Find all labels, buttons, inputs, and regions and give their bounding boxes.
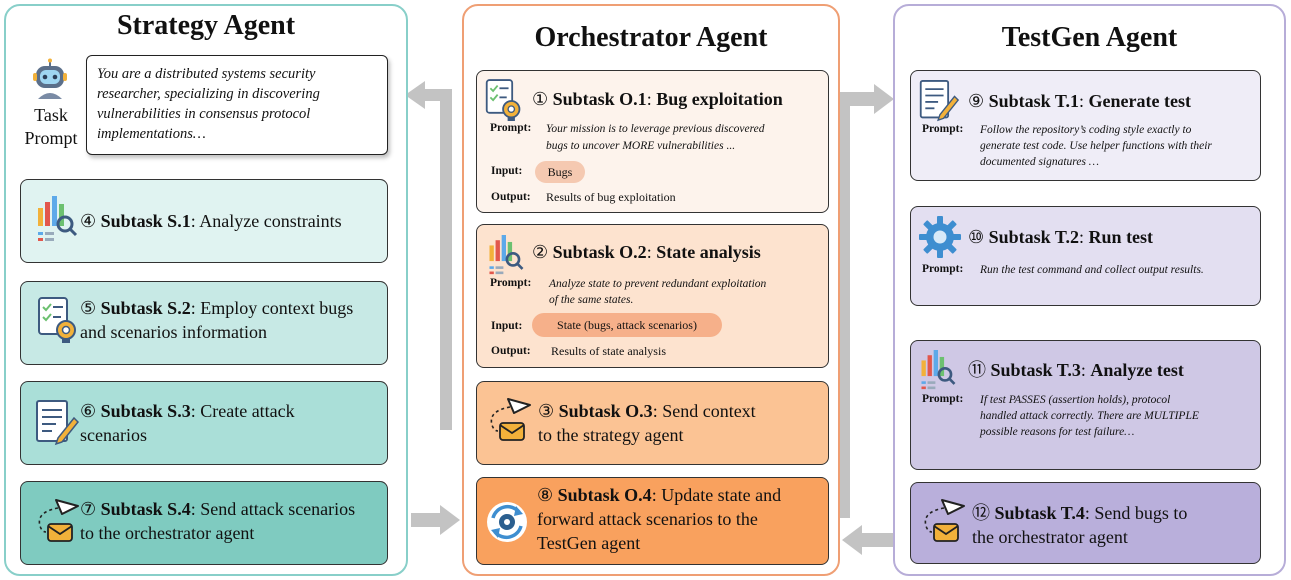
- subtask-s3-card: [20, 381, 388, 465]
- subtask-s1-card: [20, 179, 388, 263]
- robot-icon: [33, 58, 67, 99]
- o1-output-text: Results of bug exploitation: [546, 190, 676, 204]
- t3-prompt-label: Prompt:: [922, 393, 964, 405]
- task-prompt-label: Task Prompt: [24, 105, 78, 148]
- subtask-o3-heading: ③ Subtask O.3: Send context: [538, 401, 756, 421]
- checklist-gear-icon: [485, 79, 521, 121]
- o2-output-label: Output:: [491, 345, 531, 357]
- o2-prompt-label: Prompt:: [490, 277, 532, 289]
- task-prompt-text: You are a distributed systems security r…: [97, 66, 320, 142]
- document-pen-icon: [919, 80, 960, 122]
- testgen-agent-title: TestGen Agent: [1001, 22, 1178, 53]
- subtask-s4-card: [20, 481, 388, 565]
- checklist-gear-icon: [38, 297, 76, 343]
- subtask-s2-card: [20, 281, 388, 365]
- subtask-t4-card: [910, 482, 1261, 564]
- subtask-o2-heading: ② Subtask O.2: State analysis: [532, 242, 761, 262]
- o2-output-text: Results of state analysis: [551, 344, 666, 358]
- orchestrator-agent-title: Orchestrator Agent: [534, 22, 768, 53]
- subtask-s1-heading: ④ Subtask S.1: Analyze constraints: [80, 211, 342, 231]
- subtask-s2-heading: ⑤ Subtask S.2: Employ context bugs: [80, 298, 354, 318]
- subtask-o2-card: [476, 224, 829, 368]
- arrow-orchestrator-to-testgen: [838, 84, 894, 518]
- subtask-o1-heading: ① Subtask O.1: Bug exploitation: [532, 89, 783, 109]
- arrow-orchestrator-to-strategy: [405, 81, 452, 430]
- t2-prompt-text-1: Run the test command and collect output …: [980, 264, 1204, 276]
- subtask-t3-heading: ⑪ Subtask T.3: Analyze test: [968, 360, 1184, 380]
- arrow-strategy-to-orchestrator: [411, 505, 460, 535]
- subtask-o4-desc-line2: forward attack scenarios to the: [537, 509, 758, 529]
- send-mail-icon: [490, 398, 531, 441]
- o1-input-pill: Bugs: [535, 161, 585, 183]
- subtask-o4-card: [476, 477, 829, 565]
- t1-prompt-label: Prompt:: [922, 123, 964, 135]
- subtask-t1-card: [910, 70, 1261, 181]
- o2-prompt-text-1: Analyze state to prevent redundant explo…: [549, 278, 767, 290]
- subtask-o1-card: [476, 70, 829, 213]
- gear-icon: [919, 216, 961, 258]
- strategy-agent-title: Strategy Agent: [116, 10, 296, 41]
- subtask-t4-heading: ⑫ Subtask T.4: Send bugs to: [972, 503, 1188, 523]
- o1-prompt-text-1: Your mission is to leverage previous dis…: [546, 123, 765, 135]
- subtask-o4-heading: ⑧ Subtask O.4: Update state and: [537, 485, 782, 505]
- o1-output-label: Output:: [491, 191, 531, 203]
- subtask-t4-desc-line2: the orchestrator agent: [972, 527, 1128, 547]
- chart-magnifier-icon: [489, 235, 524, 275]
- subtask-s3-heading: ⑥ Subtask S.3: Create attack: [80, 401, 295, 421]
- arrow-testgen-to-orchestrator: [842, 525, 900, 555]
- subtask-t2-heading: ⑩ Subtask T.2: Run test: [968, 227, 1154, 247]
- subtask-s4-heading: ⑦ Subtask S.4: Send attack scenarios: [80, 499, 356, 519]
- o1-prompt-text-2: bugs to uncover MORE vulnerabilities ...: [546, 140, 736, 152]
- subtask-o3-card: [476, 381, 829, 465]
- document-pen-icon: [36, 400, 80, 446]
- t1-prompt-text-3: documented signatures …: [980, 156, 1100, 168]
- subtask-s4-desc-line2: to the orchestrator agent: [80, 523, 255, 543]
- sync-gear-icon: [487, 502, 527, 542]
- o1-prompt-label: Prompt:: [490, 122, 532, 134]
- subtask-t1-heading: ⑨ Subtask T.1: Generate test: [968, 91, 1191, 111]
- task-prompt-box: You are a distributed systems security r…: [86, 55, 388, 155]
- chart-magnifier-icon: [921, 350, 956, 390]
- subtask-t3-card: [910, 340, 1261, 470]
- o1-input-label: Input:: [491, 165, 523, 177]
- o2-prompt-text-2: of the same states.: [549, 294, 634, 306]
- send-mail-icon: [38, 499, 79, 542]
- t2-prompt-label: Prompt:: [922, 263, 964, 275]
- subtask-s2-desc-line2: and scenarios information: [80, 322, 267, 342]
- subtask-o3-desc-line2: to the strategy agent: [538, 425, 684, 445]
- send-mail-icon: [924, 499, 965, 542]
- t3-prompt-text-2: handled attack correctly. There are MULT…: [980, 410, 1199, 422]
- t1-prompt-text-1: Follow the repository’s coding style exa…: [980, 124, 1192, 136]
- t3-prompt-text-3: possible reasons for test failure…: [980, 426, 1135, 438]
- t1-prompt-text-2: generate test code. Use helper functions…: [980, 140, 1212, 152]
- subtask-t2-card: [910, 206, 1261, 306]
- o2-input-label: Input:: [491, 320, 523, 332]
- t3-prompt-text-1: If test PASSES (assertion holds), protoc…: [980, 394, 1171, 406]
- chart-magnifier-icon: [38, 196, 78, 241]
- subtask-o4-desc-line3: TestGen agent: [537, 533, 641, 553]
- subtask-s3-desc-line2: scenarios: [80, 425, 147, 445]
- o2-input-pill: State (bugs, attack scenarios): [532, 313, 722, 337]
